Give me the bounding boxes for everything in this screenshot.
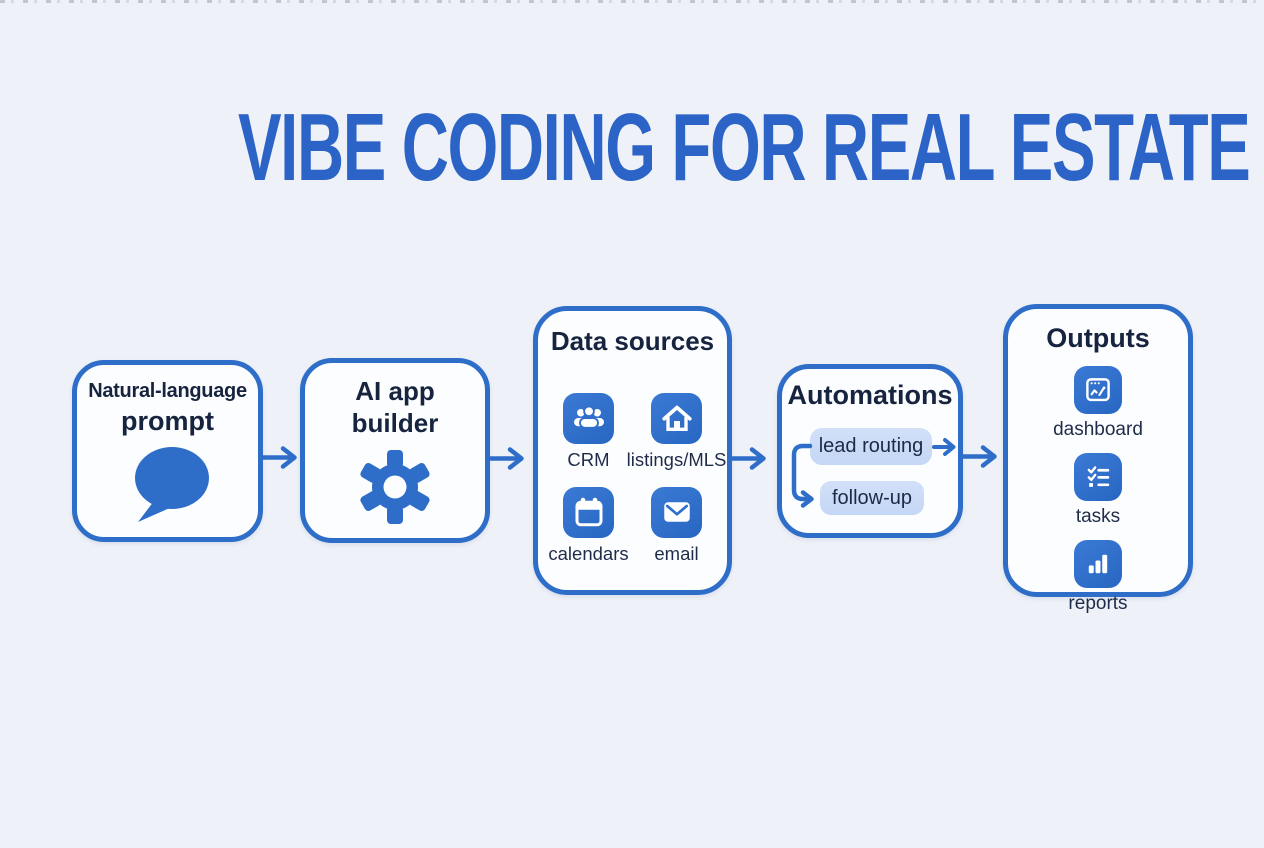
- output-tasks: tasks: [1074, 453, 1122, 528]
- email-icon: [651, 486, 702, 538]
- flow-arrow-1: [261, 446, 297, 469]
- data-sources-title: Data sources: [550, 326, 715, 356]
- box-automations: Automations lead routing follow-up: [777, 364, 963, 538]
- calendars-label: calendars: [548, 542, 629, 564]
- tasks-label: tasks: [1075, 506, 1121, 528]
- page-title: VIBE CODING FOR REAL ESTATE: [0, 100, 1264, 196]
- box-outputs: Outputs dashboard: [1003, 304, 1193, 614]
- dashboard-icon: [1073, 366, 1122, 415]
- box-ai-app-builder: AI app builder: [300, 358, 490, 543]
- flow-arrow-3: [730, 447, 766, 470]
- tasks-icon: [1074, 453, 1122, 502]
- speech-bubble-icon: [134, 447, 209, 523]
- listings-label: listings/MLS: [626, 448, 727, 470]
- box2-line1: AI app: [355, 376, 435, 406]
- flow-arrow-2: [488, 447, 524, 470]
- automations-title: Automations: [787, 380, 953, 410]
- calendar-icon: [563, 486, 614, 538]
- crm-people-icon: [563, 392, 614, 444]
- data-source-email: email: [634, 486, 720, 565]
- crm-label: CRM: [567, 448, 610, 470]
- data-source-listings: listings/MLS: [627, 392, 726, 471]
- reports-label: reports: [1068, 593, 1128, 615]
- flow-arrow-4: [961, 445, 997, 468]
- data-source-crm: CRM: [546, 392, 632, 471]
- pill-lead-routing: lead routing: [810, 428, 932, 465]
- lead-routing-arrow-icon: [932, 438, 956, 456]
- dashboard-label: dashboard: [1053, 419, 1143, 441]
- data-sources-grid: CRM listings/MLS: [546, 392, 726, 565]
- output-dashboard: dashboard: [1053, 366, 1143, 441]
- follow-up-label: follow-up: [831, 486, 913, 509]
- box2-line2: builder: [351, 407, 439, 438]
- box-natural-language-prompt: Natural-language prompt: [72, 360, 263, 542]
- lead-routing-label: lead routing: [818, 435, 924, 457]
- pill-follow-up: follow-up: [820, 481, 924, 515]
- reports-icon: [1073, 540, 1122, 589]
- house-icon: [651, 392, 702, 444]
- data-source-calendars: calendars: [546, 486, 632, 565]
- box-data-sources: Data sources: [533, 306, 732, 595]
- outputs-title: Outputs: [1046, 323, 1150, 353]
- box1-line1: Natural-language: [88, 380, 247, 402]
- page-title-text: VIBE CODING FOR REAL ESTATE: [237, 94, 1251, 201]
- box1-line2: prompt: [121, 406, 214, 436]
- output-reports: reports: [1068, 540, 1128, 615]
- email-label: email: [654, 542, 699, 564]
- gear-icon: [360, 449, 430, 524]
- top-edge-artifact: [0, 0, 1264, 3]
- branch-curve-arrow-icon: [791, 443, 814, 508]
